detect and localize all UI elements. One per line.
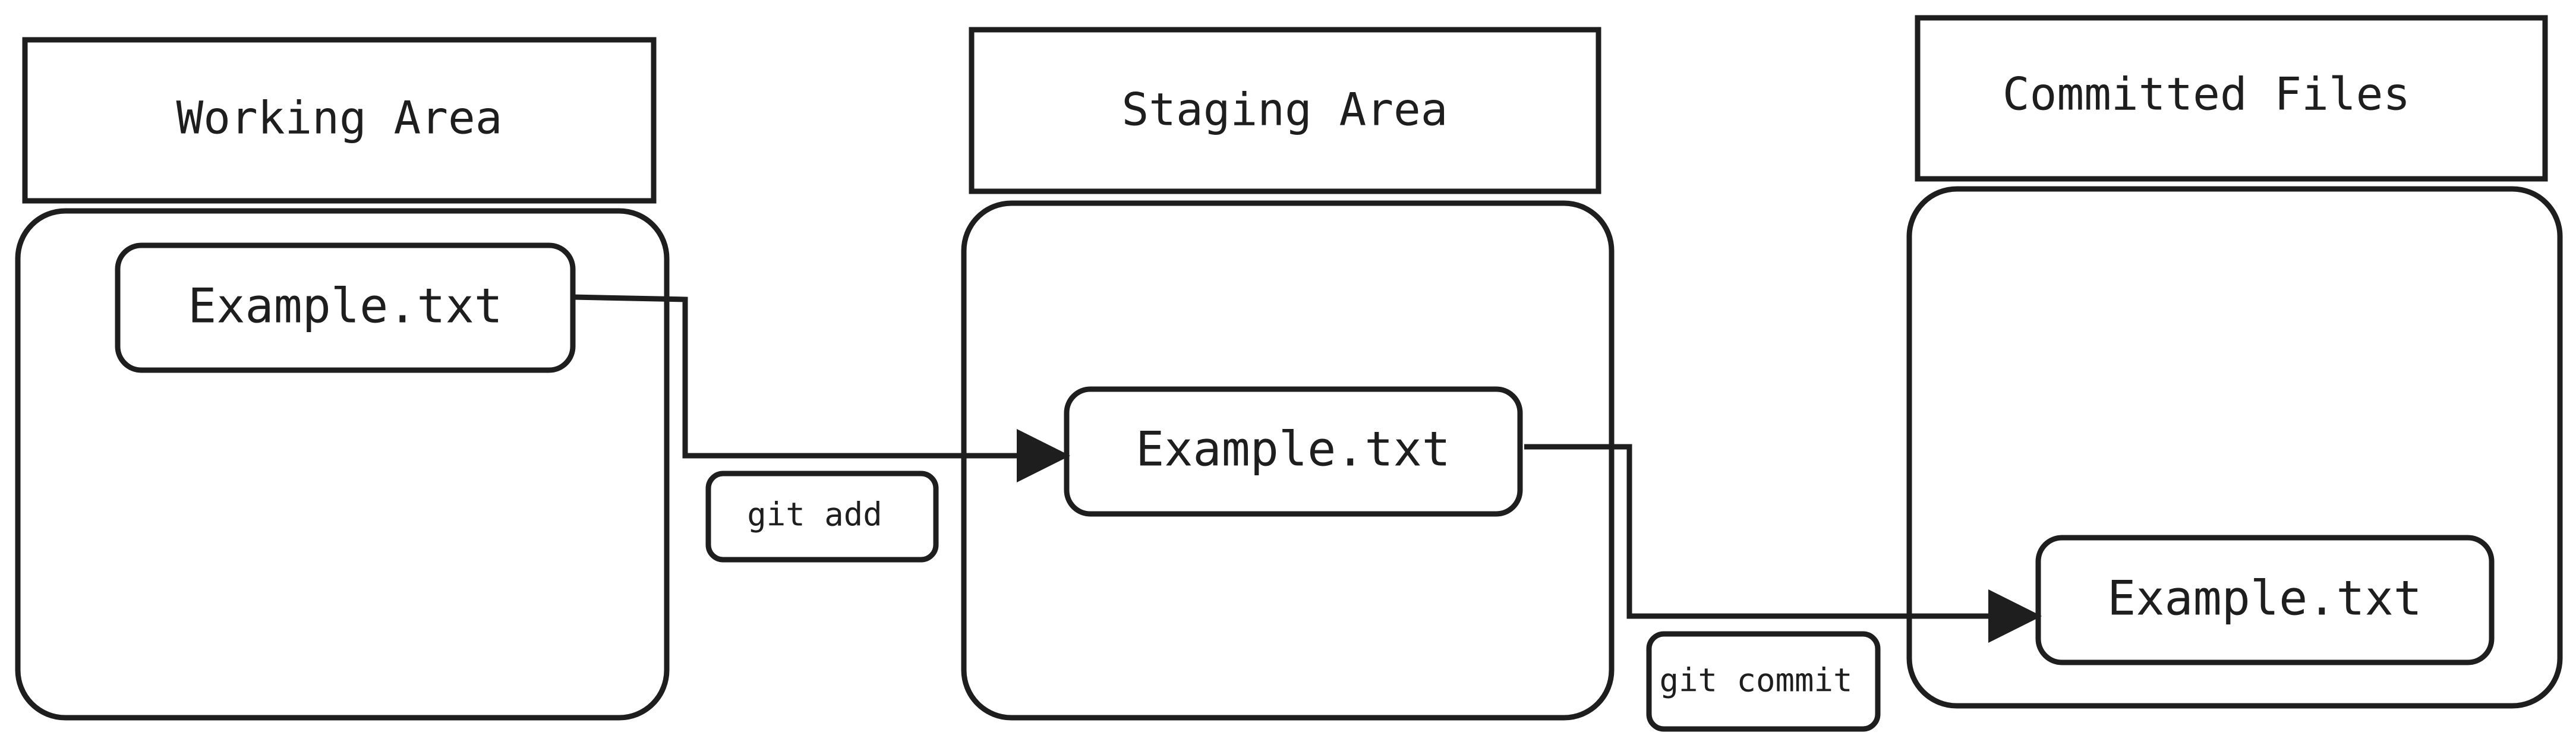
git-add-label-box[interactable]: [705, 471, 939, 563]
committed-area-file-name: Example.txt: [2107, 571, 2422, 626]
git-commit-label-box[interactable]: [1646, 631, 1881, 732]
staging-area-header: [969, 27, 1601, 194]
working-area-file-box[interactable]: [115, 242, 576, 373]
committed-area-header: [1915, 15, 2548, 182]
committed-area-title: Committed Files: [2003, 68, 2410, 121]
working-area-container: [15, 208, 670, 721]
working-area-header: [22, 37, 657, 204]
git-commit-command[interactable]: git commit: [1646, 631, 1881, 732]
committed-area: Committed Files Example.txt: [1906, 15, 2563, 709]
staging-area-file-name: Example.txt: [1136, 422, 1451, 477]
staging-area-container: [961, 200, 1615, 721]
working-area-file-name: Example.txt: [188, 279, 503, 334]
committed-area-container: [1906, 186, 2563, 709]
git-add-command[interactable]: git add: [705, 471, 939, 563]
git-commit-arrow: [1524, 444, 2042, 643]
staging-area: Staging Area Example.txt: [961, 27, 1615, 721]
working-area: Working Area Example.txt: [15, 37, 670, 721]
git-add-arrow: [572, 294, 1070, 482]
staging-area-title: Staging Area: [1121, 83, 1448, 136]
working-area-title: Working Area: [176, 91, 502, 144]
git-commit-label: git commit: [1659, 662, 1852, 699]
git-add-label: git add: [747, 496, 882, 534]
